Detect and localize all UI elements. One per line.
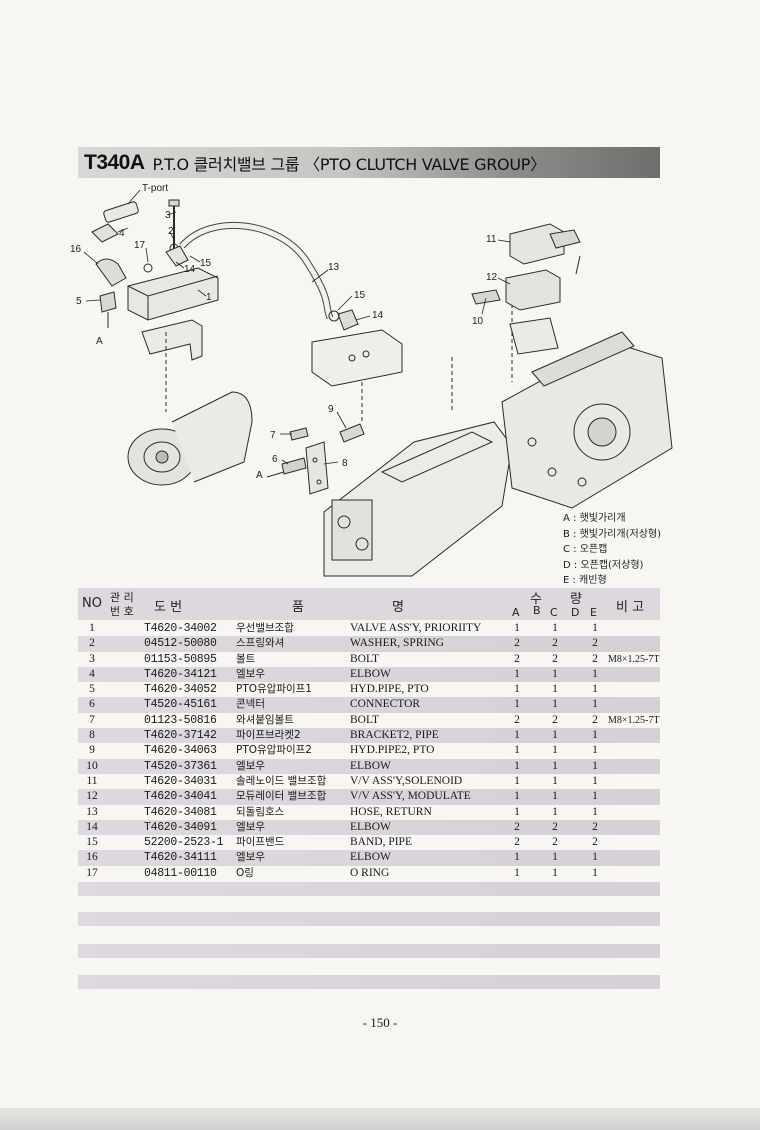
exploded-parts-diagram: T-port 3 4 17 2 16 14 15 5 1 A 13 15 14 … — [70, 183, 673, 577]
parts-table-header: NO 관 리 번 호 도 번 품 명 수 량 A B C D E 비 고 — [78, 588, 660, 620]
header-no: NO — [82, 596, 102, 611]
callout-9: 9 — [328, 404, 334, 415]
table-row-empty — [78, 882, 660, 896]
callout-14-right: 14 — [372, 310, 384, 321]
legend-item-d: D : 오픈캡(저상형) — [563, 559, 644, 571]
callout-8: 8 — [342, 458, 348, 469]
header-myeong: 명 — [392, 600, 404, 615]
header-number: 번 호 — [110, 605, 134, 618]
header-ryang: 량 — [570, 592, 582, 607]
callout-11: 11 — [486, 234, 497, 245]
callout-16: 16 — [70, 244, 82, 255]
header-pum: 품 — [292, 600, 304, 615]
callout-7: 7 — [270, 430, 276, 441]
section-title-bar: T340A P.T.O 클러치밸브 그룹 〈PTO CLUTCH VALVE G… — [78, 147, 660, 178]
header-qty-e: E — [590, 606, 597, 619]
header-mgmt: 관 리 — [110, 591, 134, 604]
legend-item-a: A : 햇빛가리개 — [563, 513, 626, 524]
callout-15-left: 15 — [200, 258, 212, 269]
header-su: 수 — [530, 592, 542, 607]
header-drawing-no: 도 번 — [154, 600, 183, 615]
callout-4: 4 — [119, 228, 125, 239]
variant-legend: A : 햇빛가리개 B : 햇빛가리개(저상형) C : 오픈캡 D : 오픈캡… — [563, 511, 661, 589]
page-number: - 150 - — [362, 1015, 398, 1030]
callout-a-left: A — [96, 336, 103, 347]
legend-item-c: C : 오픈캡 — [563, 544, 608, 555]
table-row-empty — [78, 944, 660, 958]
table-row-empty — [78, 975, 660, 989]
header-remarks: 비 고 — [616, 600, 645, 615]
section-title: P.T.O 클러치밸브 그룹 〈PTO CLUTCH VALVE GROUP〉 — [152, 154, 547, 174]
legend-item-b: B : 햇빛가리개(저상형) — [563, 528, 661, 540]
callout-14-left: 14 — [184, 264, 196, 275]
section-code: T340A — [84, 150, 145, 174]
header-qty-b: B — [533, 604, 541, 617]
callout-10: 10 — [472, 316, 484, 327]
callout-12: 12 — [486, 272, 498, 283]
header-qty-c: C — [550, 606, 558, 619]
callout-5: 5 — [76, 296, 82, 307]
callout-13: 13 — [328, 262, 340, 273]
callout-15-right: 15 — [354, 290, 366, 301]
callout-a-bottom: A — [256, 470, 263, 481]
bottom-edge-bar — [0, 1108, 760, 1130]
callout-17: 17 — [134, 240, 146, 251]
callout-t-port: T-port — [142, 183, 168, 194]
header-qty-d: D — [571, 606, 580, 619]
legend-item-e: E : 캐빈형 — [563, 575, 607, 586]
callout-6: 6 — [272, 454, 278, 465]
callout-3: 3 — [165, 210, 171, 221]
header-qty-a: A — [512, 606, 520, 619]
callout-1: 1 — [206, 292, 212, 303]
table-row-empty — [78, 912, 660, 926]
callout-2: 2 — [168, 226, 174, 237]
